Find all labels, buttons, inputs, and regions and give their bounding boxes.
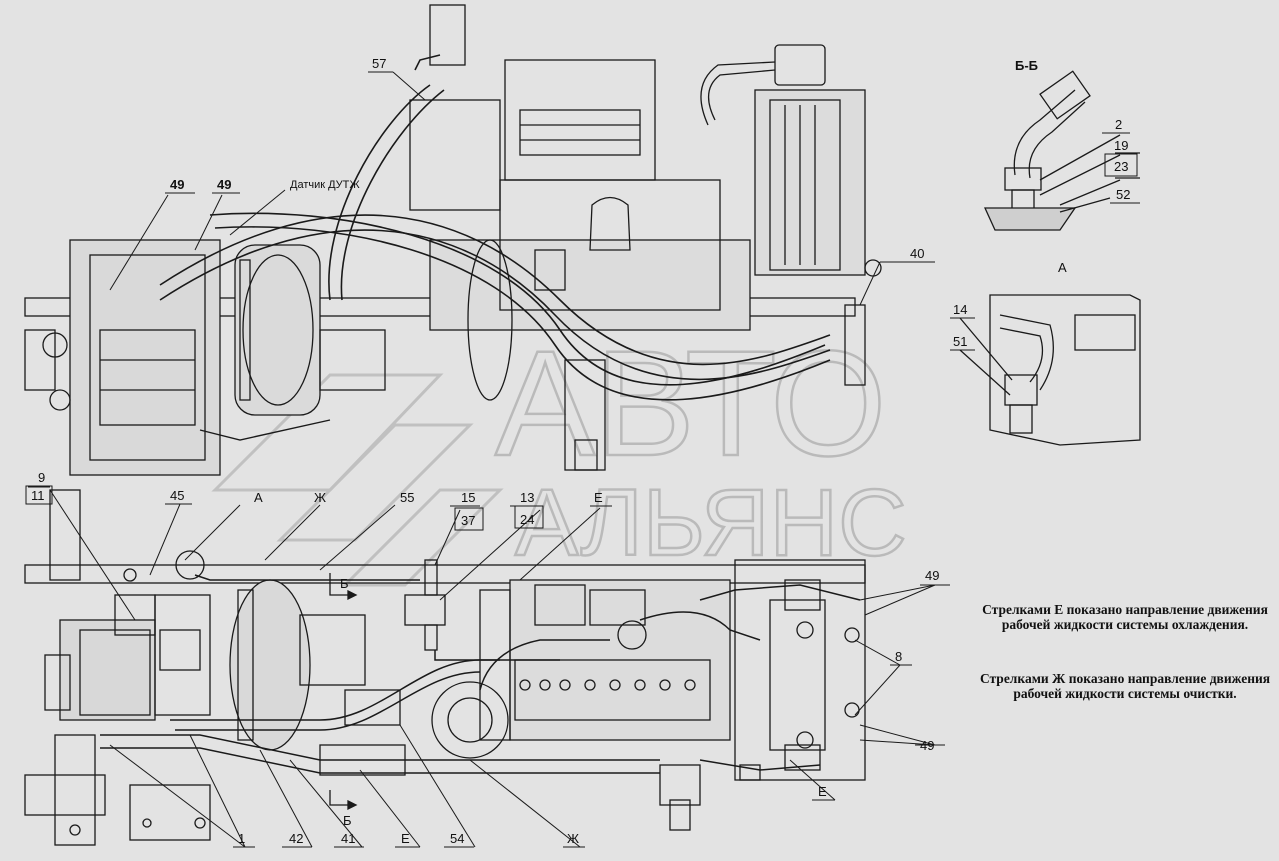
watermark-logo: АВТО АЛЬЯНС <box>211 318 908 587</box>
callout-a: А <box>254 490 263 505</box>
callout-49-right-bottom: 49 <box>920 738 934 753</box>
callout-2: 2 <box>1115 117 1122 132</box>
section-a-detail <box>959 294 1141 446</box>
callout-e-right: Е <box>818 784 827 799</box>
watermark-line2: АЛЬЯНС <box>515 470 907 576</box>
callout-19: 19 <box>1114 138 1128 153</box>
callout-41: 41 <box>341 831 355 846</box>
callout-15: 15 <box>461 490 475 505</box>
section-title-a: А <box>1058 260 1067 275</box>
callout-11: 11 <box>31 488 45 503</box>
callout-49-top-right: 49 <box>217 177 231 192</box>
bottom-view-assembly <box>24 489 866 846</box>
callout-zh-bottom: Ж <box>567 831 579 846</box>
callout-49-top-left: 49 <box>170 177 184 192</box>
callout-24: 24 <box>520 512 534 527</box>
callout-1: 1 <box>238 831 245 846</box>
section-mark-b-bottom: Б <box>343 813 352 828</box>
callout-42: 42 <box>289 831 303 846</box>
sensor-label: Датчик ДУТЖ <box>290 179 360 191</box>
leader-lines <box>25 71 1140 848</box>
callout-13: 13 <box>520 490 534 505</box>
callout-51: 51 <box>953 334 967 349</box>
callout-14: 14 <box>953 302 967 317</box>
section-title-bb: Б-Б <box>1015 58 1038 73</box>
section-bb-detail <box>983 70 1140 231</box>
callout-e-bottom: Е <box>401 831 410 846</box>
callout-labels: Б-Б А Датчик ДУТЖ 57 49 49 40 2 19 23 52… <box>31 56 1130 846</box>
callout-zh: Ж <box>314 490 326 505</box>
callout-52: 52 <box>1116 187 1130 202</box>
callout-49-right-top: 49 <box>925 568 939 583</box>
callout-57: 57 <box>372 56 386 71</box>
callout-e-top: Е <box>594 490 603 505</box>
callout-40: 40 <box>910 246 924 261</box>
callout-55: 55 <box>400 490 414 505</box>
callout-23: 23 <box>1114 159 1128 174</box>
callout-37: 37 <box>461 513 475 528</box>
note-cooling-flow: Стрелками Е показано направление движени… <box>982 602 1268 632</box>
callout-8: 8 <box>895 649 902 664</box>
note-cleaning-flow: Стрелками Ж показано направление движени… <box>979 671 1271 701</box>
callout-45: 45 <box>170 488 184 503</box>
callout-9: 9 <box>38 470 45 485</box>
top-view-assembly <box>24 4 882 476</box>
callout-54: 54 <box>450 831 464 846</box>
section-mark-b-top: Б <box>340 576 349 591</box>
